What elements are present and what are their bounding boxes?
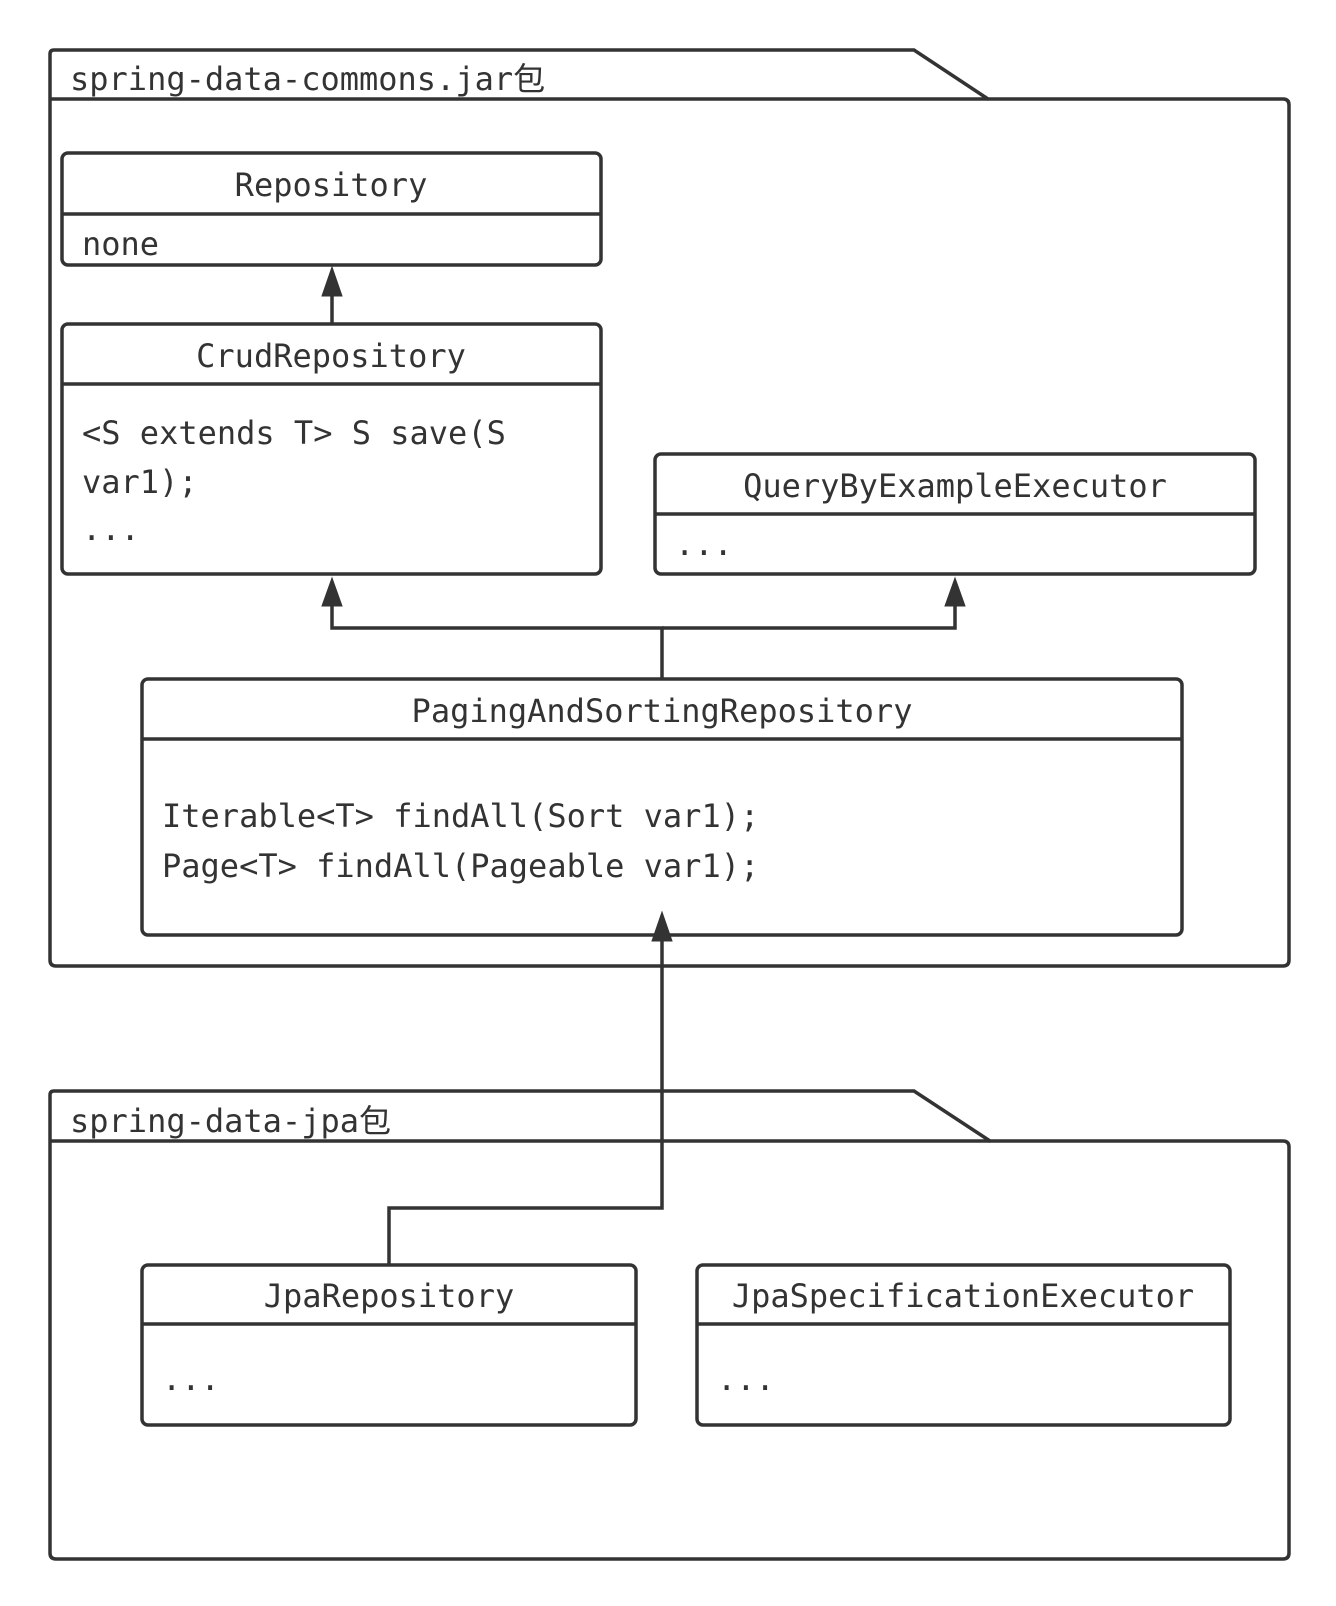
class-jpaspec-member: ... (717, 1360, 775, 1398)
edge-paging-to-qbe-line (662, 604, 957, 630)
edge-paging-to-qbe (662, 576, 966, 630)
edge-paging-to-qbe-arrowhead (944, 576, 966, 607)
class-qbe-member: ... (675, 525, 733, 563)
class-crud-title: CrudRepository (196, 337, 466, 375)
class-repository-title: Repository (235, 166, 428, 204)
edge-paging-to-crud-line (330, 604, 664, 679)
class-crud-member-3: ... (82, 510, 140, 548)
edge-jparepo-to-paging-line (387, 938, 664, 1265)
class-crud: CrudRepository <S extends T> S save(S va… (60, 322, 603, 576)
class-jpaspec-box (695, 1263, 1232, 1427)
edge-jparepo-to-paging (387, 910, 673, 1265)
edge-paging-to-crud (321, 576, 664, 679)
class-repository: Repository none (60, 151, 603, 267)
class-repository-box (60, 151, 603, 267)
class-jparepo-title: JpaRepository (264, 1277, 514, 1315)
package-jpa: spring-data-jpa包 (48, 1089, 1291, 1561)
class-jpaspec-title: JpaSpecificationExecutor (732, 1277, 1194, 1315)
class-qbe: QueryByExampleExecutor ... (653, 452, 1257, 576)
package-commons-label: spring-data-commons.jar包 (70, 60, 545, 98)
package-jpa-label: spring-data-jpa包 (70, 1102, 391, 1140)
package-jpa-frame (48, 1089, 1291, 1561)
class-crud-member-2: var1); (82, 463, 198, 501)
class-repository-member: none (82, 225, 159, 263)
class-crud-member-1: <S extends T> S save(S (82, 414, 506, 452)
edge-crud-to-repository-arrowhead (321, 265, 343, 297)
class-paging-member-2: Page<T> findAll(Pageable var1); (162, 847, 759, 885)
class-paging-title: PagingAndSortingRepository (412, 692, 913, 730)
class-paging-member-1: Iterable<T> findAll(Sort var1); (162, 797, 759, 835)
class-paging: PagingAndSortingRepository Iterable<T> f… (140, 677, 1184, 937)
edge-jparepo-to-paging-arrowhead (651, 910, 673, 942)
class-jparepo-member: ... (162, 1360, 220, 1398)
class-qbe-title: QueryByExampleExecutor (743, 467, 1167, 505)
edge-paging-to-crud-arrowhead (321, 576, 343, 607)
edge-crud-to-repository (321, 265, 343, 324)
class-jparepo: JpaRepository ... (140, 1263, 638, 1427)
class-jpaspec: JpaSpecificationExecutor ... (695, 1263, 1232, 1427)
